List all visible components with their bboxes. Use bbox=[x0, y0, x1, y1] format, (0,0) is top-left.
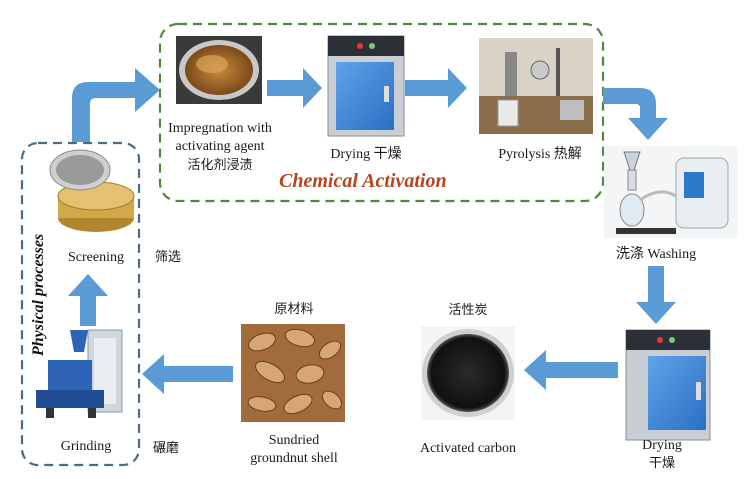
drying-top-label: Drying 干燥 bbox=[330, 147, 402, 162]
impregnation-label-cn: 活化剂浸渍 bbox=[187, 158, 253, 173]
arrow-screening-to-impregnation bbox=[72, 68, 160, 142]
grinding-label: Grinding bbox=[60, 439, 112, 454]
impregnation-label-line2: activating agent bbox=[175, 139, 265, 154]
washing-image bbox=[604, 146, 738, 238]
arrow-grinding-to-screening bbox=[68, 274, 108, 326]
screening-label: Screening bbox=[68, 250, 124, 265]
pyrolysis-label: Pyrolysis 热解 bbox=[498, 147, 582, 162]
oven-right-image bbox=[625, 329, 711, 441]
raw-material-label-line1: Sundried bbox=[268, 433, 320, 448]
washing-label: 洗涤 Washing bbox=[615, 247, 697, 262]
physical-processes-group bbox=[20, 141, 141, 467]
grinding-label-cn: 碾磨 bbox=[152, 441, 179, 456]
arrow-pyrolysis-to-washing bbox=[603, 88, 668, 140]
sieve-image bbox=[49, 149, 135, 232]
groundnut-shell-image bbox=[241, 324, 345, 422]
raw-material-label-line2: groundnut shell bbox=[250, 451, 338, 466]
chemical-activation-title: Chemical Activation bbox=[279, 170, 447, 192]
activated-carbon-image bbox=[421, 326, 515, 420]
screening-label-cn: 筛选 bbox=[154, 250, 181, 265]
arrow-washing-to-drying bbox=[636, 266, 676, 324]
drying-right-label: Drying bbox=[642, 438, 682, 453]
arrow-raw-to-grinding bbox=[142, 354, 233, 394]
impregnation-label-line1: Impregnation with bbox=[168, 121, 272, 136]
oven-top-image bbox=[327, 35, 405, 137]
arrow-drying-to-pyrolysis bbox=[405, 68, 467, 108]
arrow-drying-to-carbon bbox=[524, 350, 618, 390]
pyrolysis-image bbox=[479, 38, 593, 134]
raw-material-label-cn: 原材料 bbox=[274, 302, 314, 317]
impregnation-image bbox=[176, 36, 262, 104]
physical-processes-title: Physical processes bbox=[30, 233, 47, 356]
drying-right-label-cn: 干燥 bbox=[648, 456, 675, 471]
arrow-impregnation-to-drying bbox=[267, 68, 322, 108]
chemical-activation-group bbox=[158, 22, 605, 203]
activated-carbon-label: Activated carbon bbox=[419, 441, 516, 456]
activated-carbon-label-cn: 活性炭 bbox=[448, 303, 488, 318]
grinding-machine-image bbox=[36, 329, 123, 418]
